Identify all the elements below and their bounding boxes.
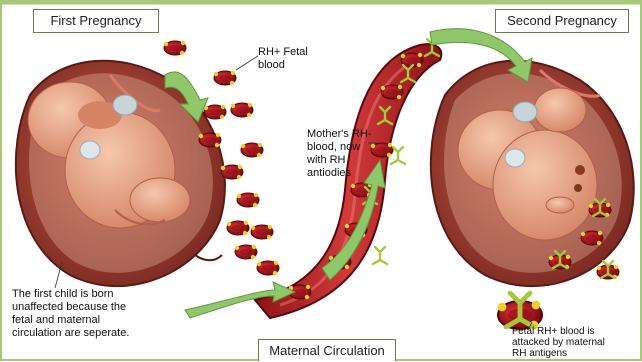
maternal-circulation-label: Maternal Circulation [258,339,396,361]
first-child-note: The first child is born unaffected becau… [12,288,172,340]
red-blood-cell-icon [227,221,249,235]
red-blood-cell-icon [381,85,403,99]
first-pregnancy-label: First Pregnancy [33,9,159,33]
mothers-blood-note: Mother's RH- blood, now with RH antiodie… [307,128,387,180]
red-blood-cell-icon [257,261,279,275]
second-pregnancy-label: Second Pregnancy [495,9,629,33]
red-blood-cell-icon [214,71,236,85]
maternal-vessel [255,44,441,318]
red-blood-cell-icon [237,193,259,207]
red-blood-cell-icon [164,41,186,55]
red-blood-cell-icon [221,165,243,179]
red-blood-cell-icon [204,105,226,119]
red-blood-cell-icon [199,133,221,147]
red-blood-cell-icon [231,103,253,117]
red-blood-cell-icon [581,231,603,245]
red-blood-cell-icon [241,143,263,157]
red-blood-cell-icon [251,225,273,239]
rh-fetal-blood-note: RH+ Fetal blood [258,46,338,72]
fetal-attacked-note: Fetal RH+ blood is attacked by maternal … [512,326,638,359]
red-blood-cell-icon [235,245,257,259]
antibody-icon [373,247,387,264]
